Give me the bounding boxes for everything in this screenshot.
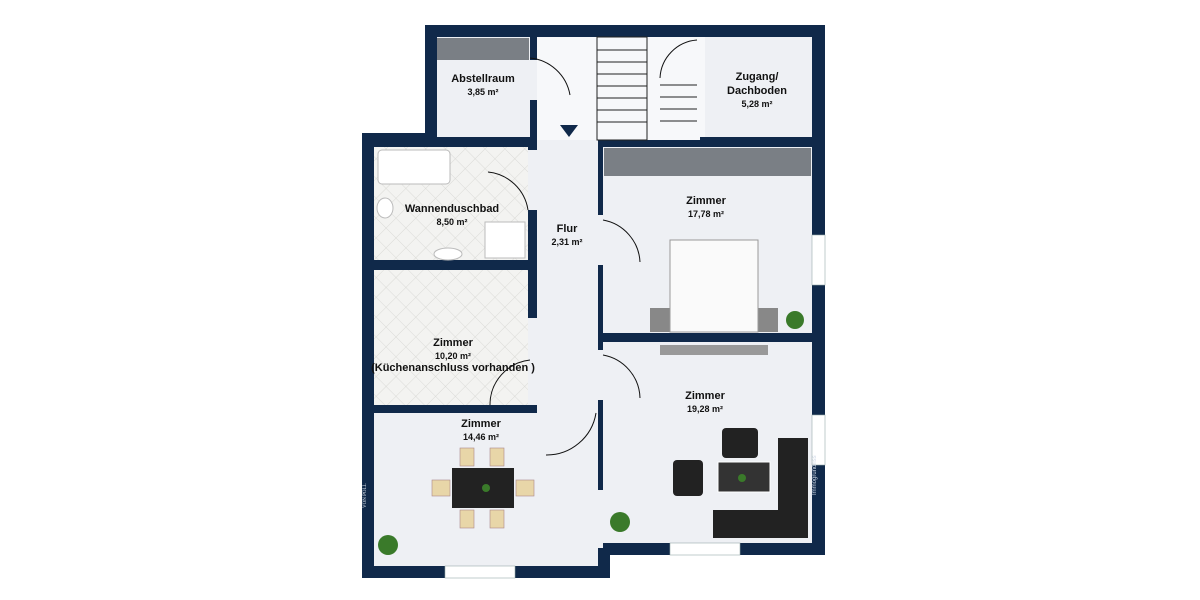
sink bbox=[433, 247, 463, 261]
nightstand bbox=[758, 308, 778, 332]
door-1446 bbox=[546, 405, 598, 413]
window bbox=[669, 542, 741, 556]
watermark: Immogrundriss bbox=[812, 455, 818, 495]
door-1778 bbox=[598, 215, 603, 265]
door-kitchen bbox=[528, 318, 537, 405]
sofa-set bbox=[673, 428, 808, 538]
door-abstell bbox=[530, 60, 537, 100]
door-1928 bbox=[598, 350, 603, 400]
window bbox=[444, 565, 516, 579]
nightstand bbox=[650, 308, 670, 332]
toilet bbox=[376, 197, 394, 219]
shelf bbox=[437, 38, 529, 60]
door-bad bbox=[528, 150, 537, 210]
tv-board bbox=[660, 345, 768, 355]
window bbox=[811, 234, 826, 286]
entrance-arrow-icon bbox=[560, 125, 578, 137]
logo: VON POLL bbox=[363, 483, 368, 508]
door-zugang bbox=[655, 37, 705, 137]
opening-flur bbox=[598, 490, 603, 548]
bathtub bbox=[377, 149, 451, 185]
shower bbox=[484, 221, 526, 259]
chairs bbox=[431, 447, 535, 529]
bed bbox=[669, 239, 759, 333]
window bbox=[811, 414, 826, 466]
stairs bbox=[596, 36, 697, 141]
room-zimmer-1020 bbox=[374, 270, 528, 405]
room-zugang bbox=[705, 37, 812, 137]
plants bbox=[378, 311, 804, 555]
wardrobe bbox=[604, 148, 811, 176]
room-zimmer-1928 bbox=[603, 342, 812, 543]
